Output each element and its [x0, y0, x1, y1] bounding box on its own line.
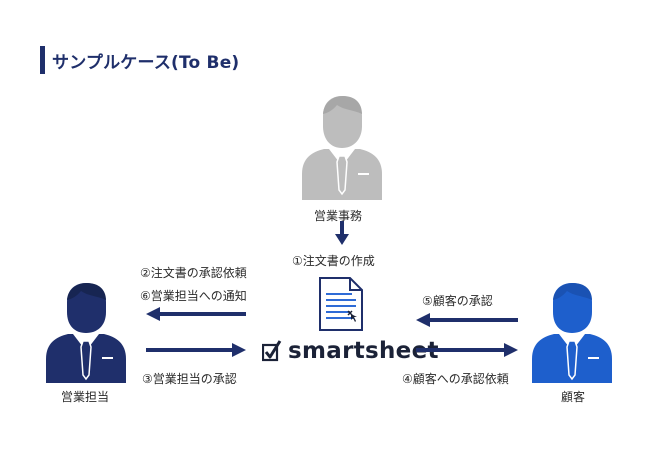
- customer-label: 顧客: [561, 390, 586, 404]
- step-5-label: ⑤顧客の承認: [422, 294, 493, 308]
- step-1-label: ①注文書の作成: [292, 254, 375, 268]
- sales-rep-label: 営業担当: [61, 390, 110, 404]
- step-4-label: ④顧客への承認依頼: [402, 372, 509, 386]
- left-arrow-icon: [416, 313, 518, 327]
- right-arrow-icon: [146, 343, 246, 357]
- step-3-label: ③営業担当の承認: [142, 372, 237, 386]
- order-document-icon: [319, 277, 363, 331]
- smartsheet-wordmark: smartsheet: [288, 338, 439, 364]
- page-title: サンプルケース(To Be): [52, 53, 240, 73]
- smartsheet-logo: smartsheet: [262, 334, 439, 368]
- sales-rep-person-icon: [46, 283, 126, 383]
- step-6-label: ⑥営業担当への通知: [140, 289, 247, 303]
- checkmark-logo-icon: [262, 340, 282, 362]
- customer-person-icon: [532, 283, 612, 383]
- left-arrow-icon: [146, 307, 246, 321]
- down-arrow-icon: [335, 221, 349, 245]
- step-2-label: ②注文書の承認依頼: [140, 266, 247, 280]
- office-staff-person-icon: [302, 96, 382, 200]
- right-arrow-icon: [416, 343, 518, 357]
- office-staff-label: 営業事務: [314, 209, 363, 223]
- title-accent-bar: [40, 46, 45, 74]
